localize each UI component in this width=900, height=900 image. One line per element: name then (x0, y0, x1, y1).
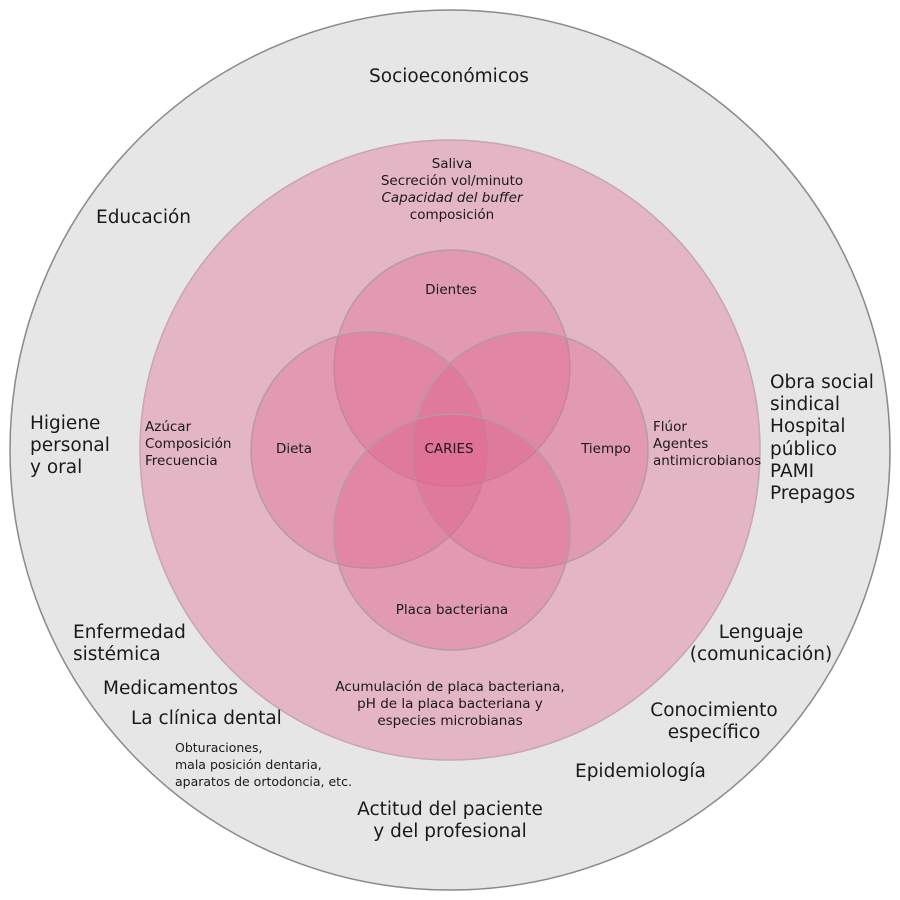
fluor-line-2: Agentes (653, 435, 709, 452)
azucar-line-3: Frecuencia (145, 452, 218, 469)
venn-circle-placa (333, 413, 571, 651)
label-fluor: Flúor Agentes antimicrobianos (653, 419, 761, 470)
enfermedad-line-1: Enfermedad (73, 622, 186, 643)
enfermedad-line-2: sistémica (73, 644, 161, 666)
label-dientes: Dientes (425, 282, 477, 298)
acumulacion-line-1: Acumulación de placa bacteriana, (335, 679, 565, 695)
label-obra-social: Obra social sindical Hospital público PA… (770, 372, 874, 505)
label-lenguaje: Lenguaje (comunicación) (690, 622, 832, 666)
actitud-line-1: Actitud del paciente (357, 799, 543, 820)
saliva-line-2: Secreción vol/minuto (380, 172, 524, 189)
label-clinica-detalle: Obturaciones, mala posición dentaria, ap… (175, 740, 352, 791)
label-educacion: Educación (96, 207, 192, 228)
clinica-detalle-line-2: mala posición dentaria, (175, 756, 322, 772)
obra-social-line-1: Obra social (770, 372, 874, 393)
obra-social-line-5: PAMI (770, 460, 815, 482)
obra-social-line-2: sindical (770, 394, 841, 416)
higiene-line-2: personal (30, 435, 110, 457)
higiene-line-3: y oral (30, 457, 83, 479)
venn-circles (250, 249, 649, 651)
saliva-line-1: Saliva (431, 156, 473, 172)
middle-circle (139, 139, 761, 761)
acumulacion-line-2: pH de la placa bacteriana y (357, 695, 543, 712)
label-caries: CARIES (424, 441, 474, 457)
lenguaje-line-1: Lenguaje (718, 622, 804, 643)
fluor-line-1: Flúor (653, 419, 687, 435)
azucar-line-1: Azúcar (145, 419, 192, 435)
conocimiento-line-2: específico (667, 722, 761, 744)
fluor-line-3: antimicrobianos (653, 452, 762, 469)
actitud-line-2: y del profesional (373, 821, 527, 843)
acumulacion-line-3: especies microbianas (377, 712, 523, 729)
conocimiento-line-1: Conocimiento (650, 700, 778, 721)
label-epidemiologia: Epidemiología (575, 761, 706, 782)
saliva-line-4: composición (409, 206, 495, 223)
higiene-line-1: Higiene (30, 413, 101, 434)
label-higiene: Higiene personal y oral (30, 413, 110, 480)
obra-social-line-3: Hospital (770, 416, 846, 438)
obra-social-line-4: público (770, 438, 837, 460)
label-actitud: Actitud del paciente y del profesional (357, 799, 543, 843)
label-socioeconomicos: Socioeconómicos (369, 66, 529, 87)
clinica-detalle-line-1: Obturaciones, (175, 740, 263, 755)
label-saliva: Saliva Secreción vol/minuto Capacidad de… (381, 156, 523, 224)
label-enfermedad-sistemica: Enfermedad sistémica (73, 622, 186, 666)
label-dieta: Dieta (275, 441, 313, 457)
label-placa: Placa bacteriana (395, 602, 509, 618)
clinica-detalle-line-3: aparatos de ortodoncia, etc. (175, 773, 352, 789)
venn-circle-dientes (333, 249, 571, 487)
saliva-line-3: Capacidad del buffer (381, 189, 523, 206)
label-clinica-dental: La clínica dental (131, 708, 282, 729)
label-acumulacion: Acumulación de placa bacteriana, pH de l… (335, 679, 564, 730)
lenguaje-line-2: (comunicación) (689, 644, 833, 666)
label-tiempo: Tiempo (581, 441, 631, 457)
label-azucar: Azúcar Composición Frecuencia (145, 419, 231, 470)
obra-social-line-6: Prepagos (770, 482, 856, 504)
label-conocimiento: Conocimiento específico (650, 700, 777, 744)
azucar-line-2: Composición (145, 435, 232, 452)
label-medicamentos: Medicamentos (103, 678, 239, 699)
venn-circle-tiempo (411, 331, 649, 569)
